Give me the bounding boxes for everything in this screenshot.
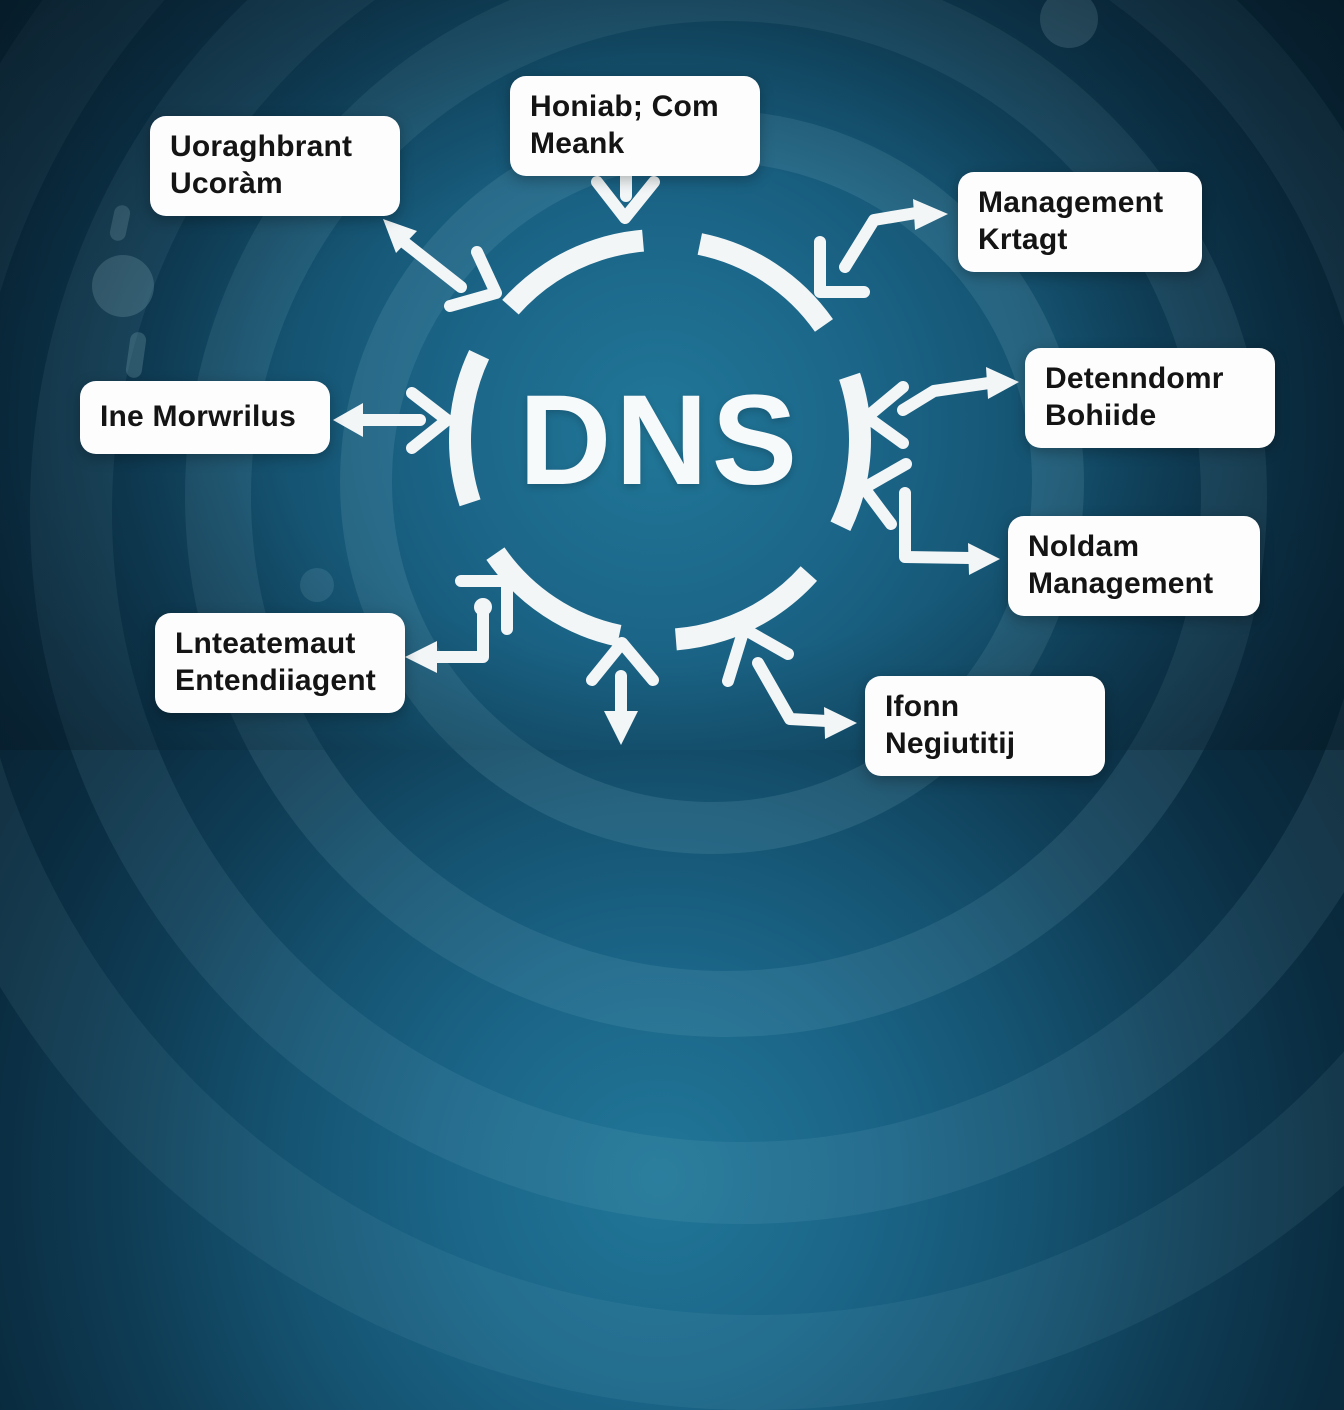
background-dot (300, 568, 334, 602)
node-top-line1: Honiab; Com (530, 90, 719, 123)
node-right-middle: Detenndomr Bohiide (1025, 348, 1275, 448)
node-bottom-right: Ifonn Negiutitij (865, 676, 1105, 776)
node-left: Ine Morwrilus (80, 381, 330, 454)
node-right-lower: Noldam Management (1008, 516, 1260, 616)
background-dot (1040, 0, 1098, 48)
arrow-right-lower (858, 458, 1000, 575)
background-dash (124, 331, 148, 379)
node-top: Honiab; Com Meank (510, 76, 760, 176)
node-top-left: Uoraghbrant Ucoràm (150, 116, 400, 216)
node-right-top-line2: Krtagt (978, 222, 1068, 256)
node-bottom-left-line1: Lnteatemaut (175, 627, 356, 660)
arrow-left-middle (333, 387, 453, 454)
node-bottom-right-line2: Negiutitij (885, 726, 1016, 760)
node-right-top-line1: Management (978, 186, 1164, 219)
arrow-right-middle (861, 367, 1019, 449)
node-right-lower-line1: Noldam (1028, 530, 1140, 563)
node-top-left-line2: Ucoràm (170, 166, 283, 200)
node-right-top: Management Krtagt (958, 172, 1202, 272)
node-right-middle-line2: Bohiide (1045, 398, 1157, 432)
node-bottom-left: Lnteatemaut Entendiiagent (155, 613, 405, 713)
node-right-lower-line2: Management (1028, 566, 1214, 600)
node-bottom-right-line1: Ifonn (885, 690, 960, 723)
background-dot (92, 255, 154, 317)
background-dash (108, 203, 132, 243)
node-top-left-line1: Uoraghbrant (170, 130, 353, 163)
arrow-bottom-left (405, 575, 513, 673)
node-bottom-left-line2: Entendiiagent (175, 663, 376, 697)
node-left-line1: Ine Morwrilus (100, 400, 296, 433)
hub-label: DNS (518, 368, 802, 512)
node-right-middle-line1: Detenndomr (1045, 362, 1224, 395)
arrow-bottom-right (722, 623, 857, 739)
arrow-top-left (383, 219, 502, 312)
arrow-bottom-center (586, 637, 659, 745)
node-top-line2: Meank (530, 126, 625, 160)
arrow-right-top (814, 199, 948, 298)
